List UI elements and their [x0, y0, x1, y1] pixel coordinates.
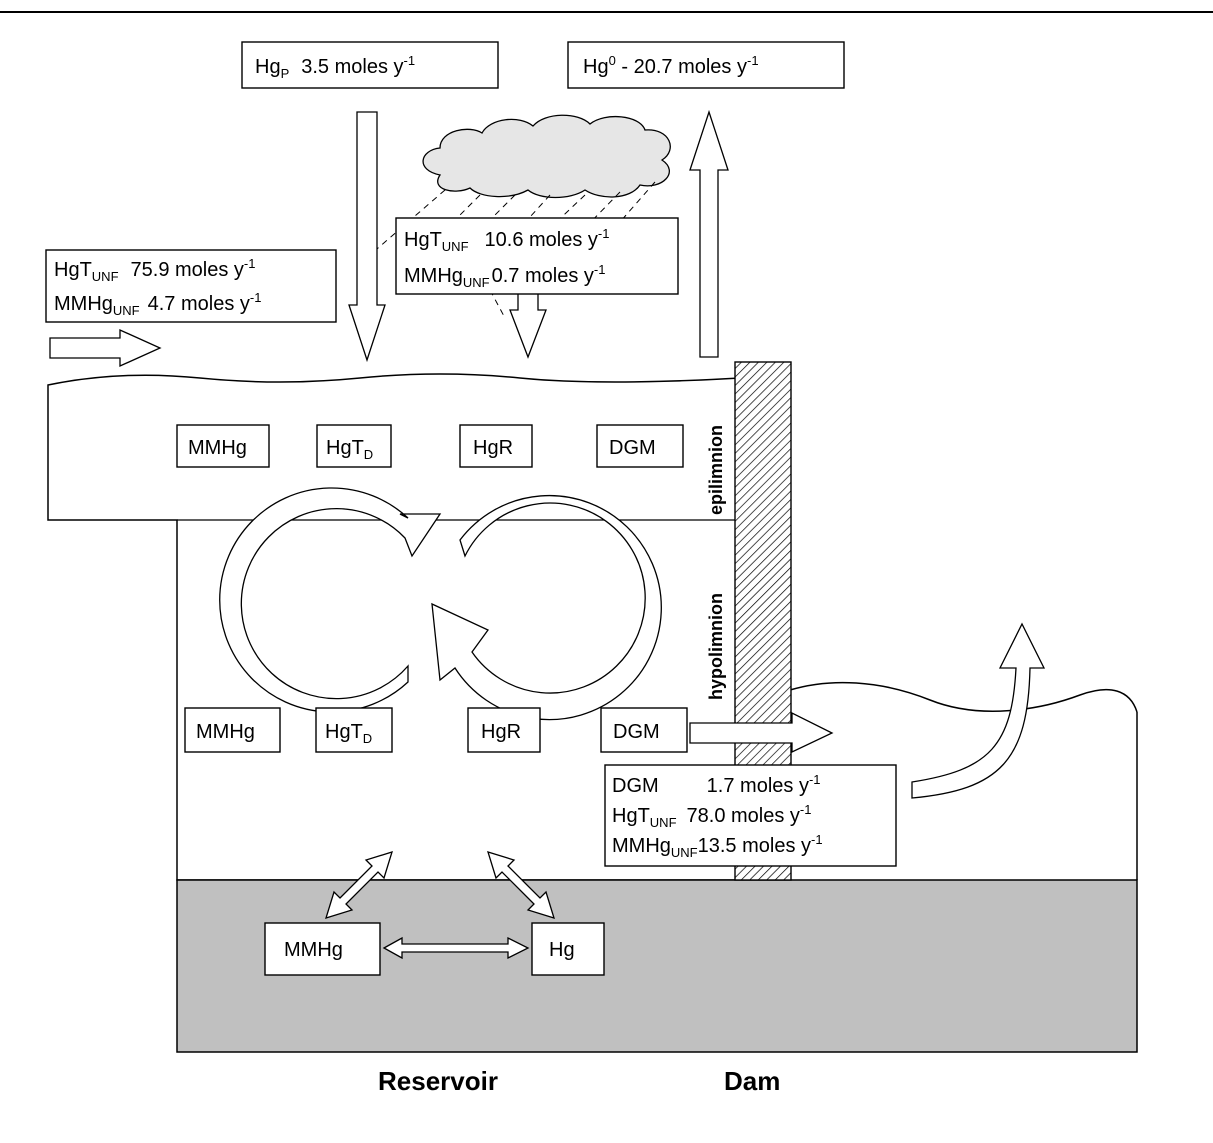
particulate-deposition-arrow — [349, 112, 385, 360]
evasion-arrow — [690, 112, 728, 357]
lower-hgr-label: HgR — [481, 721, 521, 743]
lower-mmhg-label: MMHg — [196, 721, 255, 743]
outflow-mmhg-text: MMHgUNF13.5 moles y-1 — [612, 832, 823, 860]
upper-hgr-label: HgR — [473, 437, 513, 459]
cloud-icon — [423, 115, 670, 197]
wet-deposition-arrow — [510, 290, 546, 357]
dam-label: Dam — [724, 1066, 780, 1096]
reservoir-label: Reservoir — [378, 1066, 498, 1096]
upper-mmhg-label: MMHg — [188, 437, 247, 459]
downstream-water-surface — [790, 683, 1137, 712]
upper-dgm-label: DGM — [609, 437, 656, 459]
inflow-arrow — [50, 330, 160, 366]
hypolimnion-label: hypolimnion — [706, 593, 726, 700]
epilimnion-label: epilimnion — [706, 425, 726, 515]
sediment-mmhg-label: MMHg — [284, 939, 343, 961]
lower-dgm-label: DGM — [613, 721, 660, 743]
sediment-hg-label: Hg — [549, 939, 575, 961]
